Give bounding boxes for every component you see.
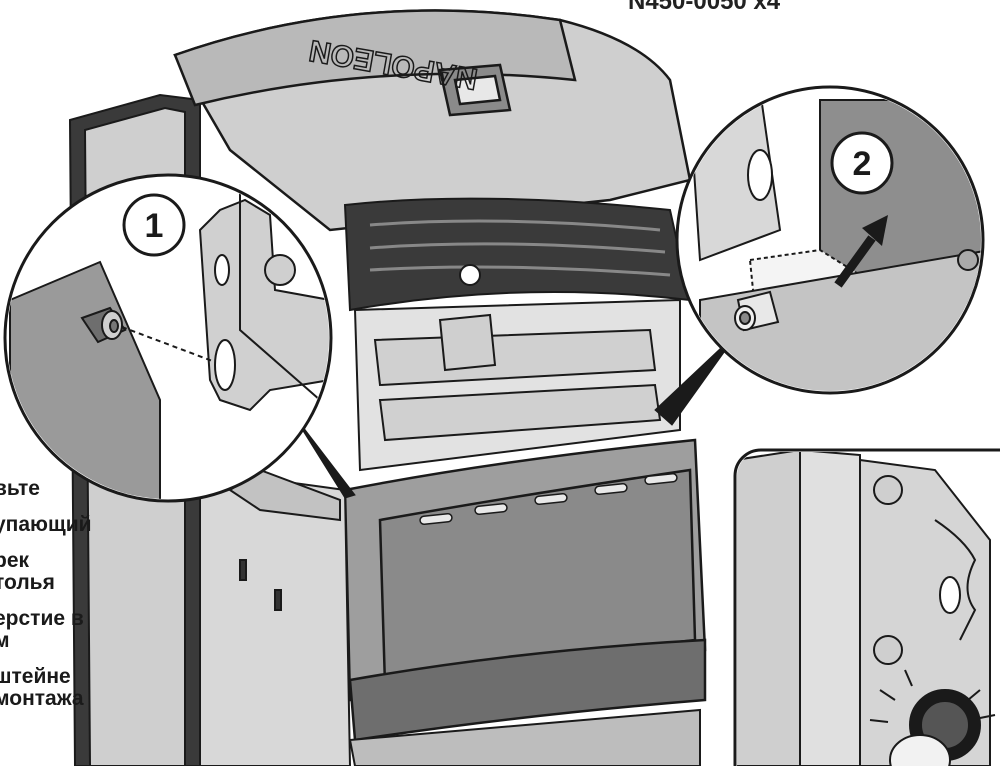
spacer-bolt-2 (734, 290, 780, 332)
instruction-line: рек (0, 549, 30, 572)
part-code-label: N450-0050 x4 (628, 0, 781, 15)
step-number-1: 1 (145, 207, 164, 245)
instruction-line: упающий (0, 513, 92, 536)
spacer-bolt-1 (80, 306, 127, 344)
grill-inner-frame (353, 264, 681, 472)
instruction-line: монтажа (0, 687, 84, 710)
grill-front-door (343, 438, 707, 742)
spacer-bolt-3 (889, 689, 981, 766)
instruction-line: штейне (0, 665, 71, 688)
instruction-text: вьте упающий рек толья ерстие в м штейне… (0, 478, 92, 710)
instruction-line: вьте (0, 477, 40, 500)
step-badge-2 (830, 131, 894, 195)
step-number-2: 2 (853, 145, 872, 183)
instruction-line: м (0, 629, 10, 652)
step-badge-1 (122, 193, 186, 257)
side-burner-cover (343, 197, 692, 312)
callout-circle-1: 1 (3, 173, 333, 503)
callout-circle-2: 2 (675, 85, 985, 395)
grill-lid (173, 9, 692, 232)
instruction-line: толья (0, 571, 55, 594)
callout-leader-lines (289, 329, 741, 499)
detail-inset (733, 448, 1000, 766)
instruction-line: ерстие в (0, 607, 84, 630)
click-indicator-lines (869, 669, 996, 723)
arrow-up-right-icon (834, 215, 888, 288)
grill-cart-body (199, 468, 701, 766)
